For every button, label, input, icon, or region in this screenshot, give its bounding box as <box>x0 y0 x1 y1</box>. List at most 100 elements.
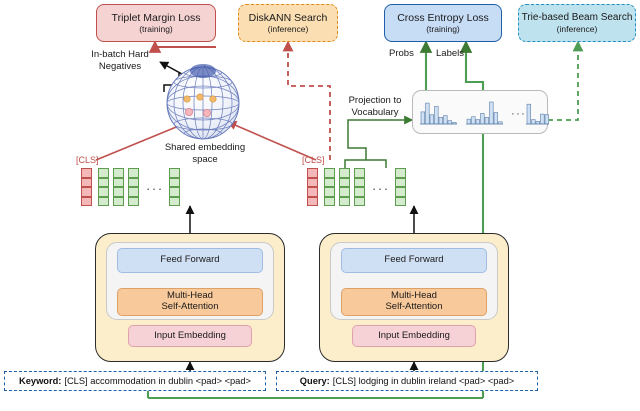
negative-dot-2 <box>196 93 204 101</box>
left-feed-forward-box[interactable]: Feed Forward <box>117 248 263 273</box>
left-cls-label: [CLS] <box>76 155 99 165</box>
left-multi-head-attention-box[interactable]: Multi-Head Self-Attention <box>117 288 263 316</box>
token-cell <box>339 168 350 178</box>
token-cell <box>324 177 335 187</box>
token-cell <box>128 168 139 178</box>
token-cell <box>354 177 365 187</box>
histogram-bar <box>540 113 545 125</box>
cross-entropy-loss-subtitle: (training) <box>426 24 460 35</box>
anchor-dot <box>184 108 193 117</box>
token-cell <box>128 187 139 197</box>
left-token-column-last <box>169 168 180 206</box>
token-cell <box>113 196 124 206</box>
wire-token-bracket <box>344 159 387 168</box>
wire-tokens-to-projection <box>347 115 414 160</box>
negative-dot-3 <box>209 95 217 103</box>
negative-dot-1 <box>183 95 191 103</box>
right-token-column-1 <box>324 168 335 206</box>
diskann-search-box[interactable]: DiskANN Search (inference) <box>238 4 338 42</box>
histogram-bar <box>544 114 549 125</box>
token-cell <box>81 196 92 206</box>
wire-to-triplet-loss <box>148 40 216 53</box>
histogram-bar <box>531 119 536 125</box>
left-token-column-2 <box>113 168 124 206</box>
left-input-embedding-box[interactable]: Input Embedding <box>128 325 252 347</box>
token-cell <box>81 187 92 197</box>
diskann-search-subtitle: (inference) <box>267 24 309 35</box>
token-cell <box>339 177 350 187</box>
histogram-bar <box>425 102 430 125</box>
token-cell <box>324 168 335 178</box>
right-mha-label-line1: Multi-Head <box>391 290 437 302</box>
cross-entropy-loss-box[interactable]: Cross Entropy Loss (training) <box>384 4 502 42</box>
triplet-margin-loss-box[interactable]: Triplet Margin Loss (training) <box>96 4 216 42</box>
token-cell <box>307 177 318 187</box>
query-input-box[interactable]: Query: [CLS] lodging in dublin ireland <… <box>276 371 538 391</box>
token-cell <box>169 177 180 187</box>
token-cell <box>128 177 139 187</box>
histogram-bar <box>447 120 452 125</box>
histogram-bar <box>480 113 485 125</box>
histogram-bar <box>434 106 439 125</box>
token-cell <box>339 187 350 197</box>
right-multi-head-attention-box[interactable]: Multi-Head Self-Attention <box>341 288 487 316</box>
left-input-embedding-label: Input Embedding <box>154 329 226 341</box>
token-cell <box>81 177 92 187</box>
right-token-ellipsis: ··· <box>372 181 390 196</box>
keyword-input-box[interactable]: Keyword: [CLS] accommodation in dublin <… <box>4 371 266 391</box>
left-mha-label-line1: Multi-Head <box>167 290 213 302</box>
histogram-bar <box>526 103 531 125</box>
right-input-embedding-box[interactable]: Input Embedding <box>352 325 476 347</box>
left-cls-column <box>81 168 92 206</box>
token-cell <box>307 187 318 197</box>
right-token-column-3 <box>354 168 365 206</box>
diskann-search-title: DiskANN Search <box>248 11 328 24</box>
token-cell <box>113 177 124 187</box>
positive-dot <box>203 109 212 118</box>
keyword-prefix: Keyword: <box>19 376 62 386</box>
token-cell <box>354 187 365 197</box>
token-cell <box>395 168 406 178</box>
vocab-histograms: ··· <box>420 101 549 125</box>
left-feed-forward-label: Feed Forward <box>160 254 220 266</box>
trie-beam-search-subtitle: (inference) <box>556 23 598 34</box>
histogram-bar <box>438 117 443 125</box>
histogram-bar <box>420 111 425 125</box>
right-cls-column <box>307 168 318 206</box>
right-mha-label-line2: Self-Attention <box>385 301 443 312</box>
shared-embedding-sphere <box>166 64 240 140</box>
trie-beam-search-box[interactable]: Trie-based Beam Search (inference) <box>518 4 636 42</box>
right-input-embedding-label: Input Embedding <box>378 329 450 341</box>
cross-entropy-loss-title: Cross Entropy Loss <box>397 11 489 24</box>
labels-label: Labels <box>436 48 464 59</box>
query-prefix: Query: <box>299 376 330 386</box>
token-cell <box>324 196 335 206</box>
token-cell <box>354 168 365 178</box>
right-token-column-last <box>395 168 406 206</box>
token-cell <box>339 196 350 206</box>
triplet-margin-loss-title: Triplet Margin Loss <box>111 11 201 24</box>
token-cell <box>395 196 406 206</box>
histogram-bar <box>429 114 434 125</box>
histogram-bar <box>493 112 498 125</box>
token-cell <box>354 196 365 206</box>
projection-to-vocabulary-box[interactable]: ··· <box>412 90 549 134</box>
token-cell <box>128 196 139 206</box>
left-token-column-3 <box>128 168 139 206</box>
in-batch-hard-negatives-label-line1: In-batch Hard <box>91 49 149 60</box>
in-batch-hard-negatives-label-line2: Negatives <box>98 61 142 72</box>
wire-cls-to-diskann <box>282 40 331 160</box>
token-cell <box>113 168 124 178</box>
token-cell <box>81 168 92 178</box>
probs-label: Probs <box>389 48 414 59</box>
token-cell <box>98 168 109 178</box>
histogram-bar <box>471 116 476 125</box>
shared-embedding-space-label-line1: Shared embedding <box>164 142 246 153</box>
histogram-bar <box>475 119 480 125</box>
token-cell <box>307 196 318 206</box>
right-feed-forward-box[interactable]: Feed Forward <box>341 248 487 273</box>
token-cell <box>395 187 406 197</box>
token-cell <box>113 187 124 197</box>
right-token-column-2 <box>339 168 350 206</box>
